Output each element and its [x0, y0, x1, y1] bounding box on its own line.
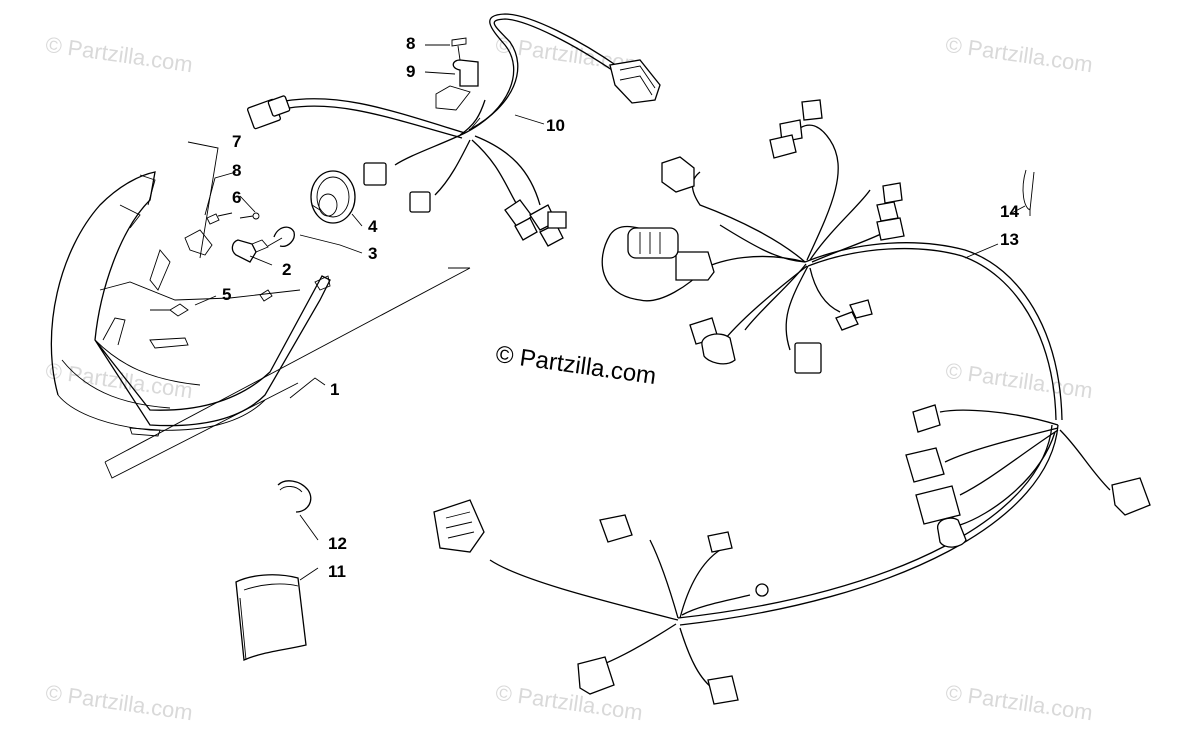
callout-1: 1 — [330, 380, 340, 399]
callout-12: 12 — [328, 534, 347, 553]
headlight-harness — [246, 13, 661, 247]
bulb-and-socket — [149, 141, 363, 399]
callout-2: 2 — [282, 260, 292, 279]
callout-5: 5 — [222, 285, 232, 304]
callout-9: 9 — [406, 62, 416, 81]
headlight-housing — [50, 171, 471, 479]
callout-8-harness: 8 — [406, 34, 416, 53]
callout-13: 13 — [1000, 230, 1019, 249]
callout-6: 6 — [232, 188, 242, 207]
callout-11: 11 — [328, 562, 346, 581]
callout-4: 4 — [368, 217, 378, 236]
callout-3: 3 — [368, 244, 378, 263]
callout-14: 14 — [1000, 202, 1019, 221]
callout-7: 7 — [232, 132, 242, 151]
callout-8-headlight: 8 — [232, 161, 242, 180]
callout-10: 10 — [546, 116, 565, 135]
main-harness — [433, 99, 1151, 705]
sleeve-and-ring — [235, 480, 319, 661]
